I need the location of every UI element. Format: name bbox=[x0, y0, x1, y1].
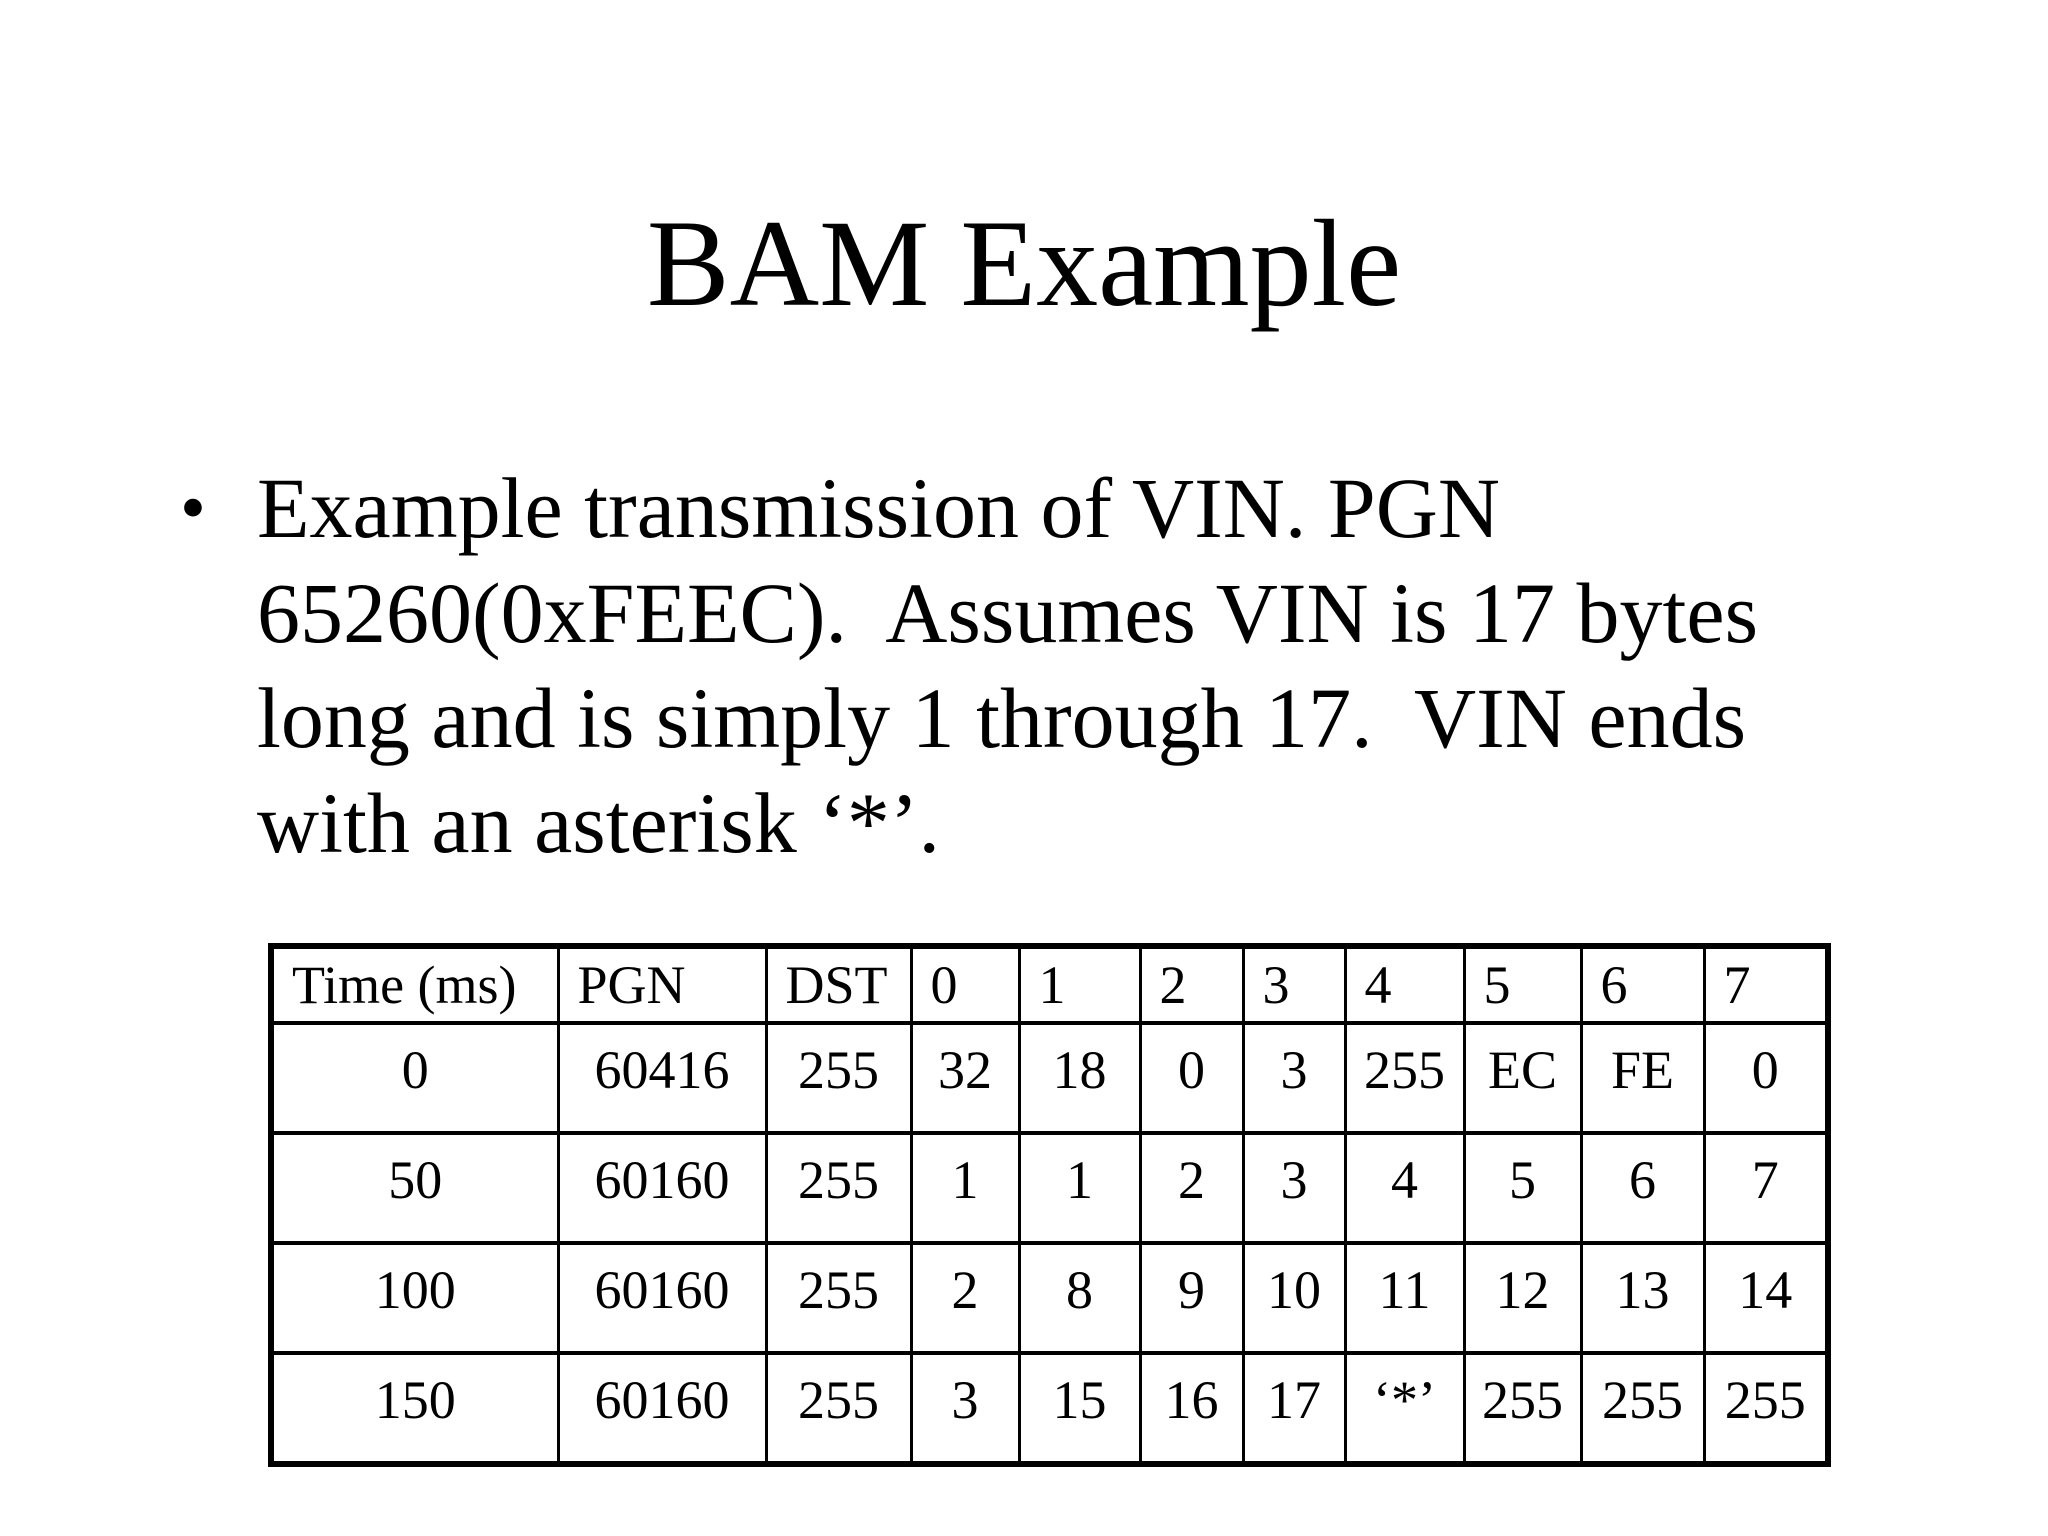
table-row: 100 60160 255 2 8 9 10 11 12 13 14 bbox=[269, 1241, 1830, 1355]
table-cell: 12 bbox=[1462, 1241, 1583, 1355]
bullet-text: Example transmission of VIN. PGN 65260(0… bbox=[257, 456, 1900, 876]
table-cell: 60416 bbox=[556, 1021, 768, 1135]
table-cell: 255 bbox=[764, 1241, 913, 1355]
table-header-row: Time (ms) PGN DST 0 1 2 3 4 5 6 7 bbox=[269, 944, 1830, 1025]
table-cell: 3 bbox=[909, 1351, 1021, 1466]
table-cell: 10 bbox=[1241, 1241, 1347, 1355]
table-header-cell: Time (ms) bbox=[269, 944, 560, 1025]
table-cell: 0 bbox=[269, 1021, 560, 1135]
table-cell: 32 bbox=[909, 1021, 1021, 1135]
table-cell: ‘*’ bbox=[1343, 1351, 1466, 1466]
table-cell: 1 bbox=[1017, 1131, 1142, 1245]
table-cell: 0 bbox=[1138, 1021, 1245, 1135]
table-header-cell: 1 bbox=[1017, 944, 1142, 1025]
table-header-cell: PGN bbox=[556, 944, 768, 1025]
table-row: 0 60416 255 32 18 0 3 255 EC FE 0 bbox=[269, 1021, 1830, 1135]
bullet-item: • Example transmission of VIN. PGN 65260… bbox=[180, 456, 1900, 876]
bullet-line: long and is simply 1 through 17. VIN end… bbox=[257, 670, 1747, 766]
table-cell: 50 bbox=[269, 1131, 560, 1245]
table-cell: 17 bbox=[1241, 1351, 1347, 1466]
table-row: 50 60160 255 1 1 2 3 4 5 6 7 bbox=[269, 1131, 1830, 1245]
table-cell: 255 bbox=[764, 1351, 913, 1466]
table-cell: 255 bbox=[1579, 1351, 1706, 1466]
table-cell: 7 bbox=[1702, 1131, 1830, 1245]
bam-transmission-table: Time (ms) PGN DST 0 1 2 3 4 5 6 7 0 6041… bbox=[268, 943, 1831, 1467]
table-cell: 13 bbox=[1579, 1241, 1706, 1355]
table-header-cell: 6 bbox=[1579, 944, 1706, 1025]
table-row: 150 60160 255 3 15 16 17 ‘*’ 255 255 255 bbox=[269, 1351, 1830, 1466]
table-header-cell: 2 bbox=[1138, 944, 1245, 1025]
table-cell: 8 bbox=[1017, 1241, 1142, 1355]
table-cell: 3 bbox=[1241, 1131, 1347, 1245]
table-cell: 3 bbox=[1241, 1021, 1347, 1135]
table-cell: 9 bbox=[1138, 1241, 1245, 1355]
table-cell: 18 bbox=[1017, 1021, 1142, 1135]
table-cell: 100 bbox=[269, 1241, 560, 1355]
table-cell: 255 bbox=[764, 1131, 913, 1245]
table-cell: 255 bbox=[1702, 1351, 1830, 1466]
table-header-cell: 0 bbox=[909, 944, 1021, 1025]
table-cell: EC bbox=[1462, 1021, 1583, 1135]
table-cell: 255 bbox=[1462, 1351, 1583, 1466]
table-cell: FE bbox=[1579, 1021, 1706, 1135]
table-cell: 15 bbox=[1017, 1351, 1142, 1466]
table-cell: 60160 bbox=[556, 1241, 768, 1355]
table-header-cell: 7 bbox=[1702, 944, 1830, 1025]
table-cell: 1 bbox=[909, 1131, 1021, 1245]
table-header-cell: 5 bbox=[1462, 944, 1583, 1025]
table-cell: 16 bbox=[1138, 1351, 1245, 1466]
table-header-cell: DST bbox=[764, 944, 913, 1025]
table-cell: 255 bbox=[764, 1021, 913, 1135]
table-cell: 60160 bbox=[556, 1351, 768, 1466]
bullet-line: 65260(0xFEEC). Assumes VIN is 17 bytes bbox=[257, 565, 1759, 661]
table-cell: 150 bbox=[269, 1351, 560, 1466]
table-cell: 4 bbox=[1343, 1131, 1466, 1245]
table-cell: 2 bbox=[909, 1241, 1021, 1355]
table-cell: 2 bbox=[1138, 1131, 1245, 1245]
bullet-line: with an asterisk ‘*’. bbox=[257, 775, 941, 871]
table-cell: 6 bbox=[1579, 1131, 1706, 1245]
table-cell: 14 bbox=[1702, 1241, 1830, 1355]
table-header-cell: 4 bbox=[1343, 944, 1466, 1025]
table-cell: 11 bbox=[1343, 1241, 1466, 1355]
table-header-cell: 3 bbox=[1241, 944, 1347, 1025]
table-cell: 255 bbox=[1343, 1021, 1466, 1135]
table-cell: 5 bbox=[1462, 1131, 1583, 1245]
bullet-line: Example transmission of VIN. PGN bbox=[257, 460, 1500, 556]
slide-title: BAM Example bbox=[646, 195, 1402, 332]
bullet-marker: • bbox=[180, 467, 206, 549]
table-cell: 0 bbox=[1702, 1021, 1830, 1135]
table-cell: 60160 bbox=[556, 1131, 768, 1245]
